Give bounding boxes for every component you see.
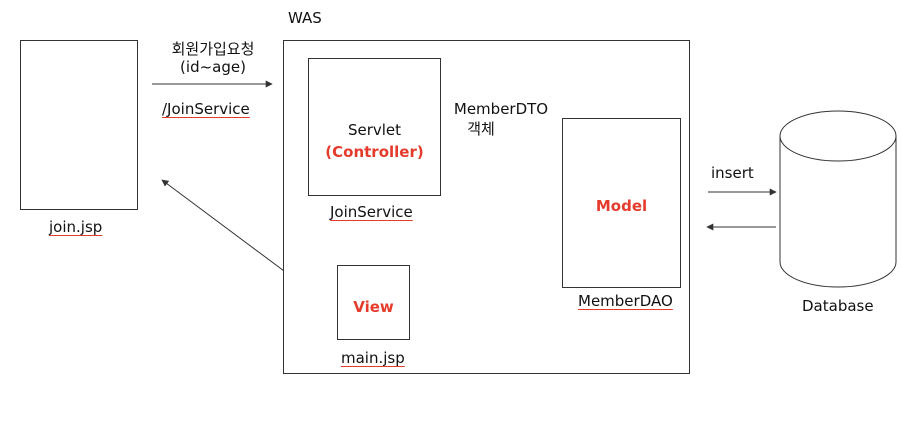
dto-object-label: 객체 [467, 120, 495, 138]
servlet-box: Servlet (Controller) [308, 58, 441, 196]
servlet-caption: JoinService [330, 203, 413, 221]
database-caption: Database [802, 297, 874, 315]
database-cylinder [779, 110, 897, 288]
request-label-params: (id~age) [180, 58, 246, 76]
request-path-label: /JoinService [162, 100, 250, 118]
model-box: Model [562, 118, 681, 288]
view-caption: main.jsp [341, 349, 405, 367]
dto-label: MemberDTO [453, 100, 549, 118]
was-label: WAS [288, 9, 322, 27]
model-caption: MemberDAO [578, 292, 673, 310]
controller-label: (Controller) [325, 143, 424, 161]
request-label-title: 회원가입요청 [171, 40, 255, 58]
model-title: Model [595, 197, 648, 215]
join-jsp-caption: join.jsp [49, 218, 103, 236]
view-title: View [353, 298, 394, 316]
join-jsp-box [20, 40, 138, 210]
servlet-title: Servlet [347, 121, 402, 139]
view-box: View [337, 265, 410, 340]
insert-label: insert [711, 164, 754, 182]
